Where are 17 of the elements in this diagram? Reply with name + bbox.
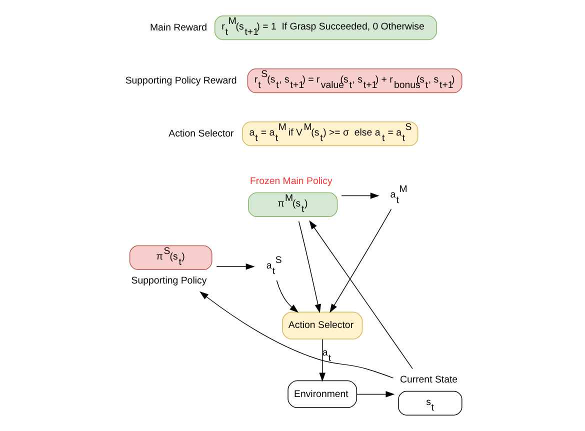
arrow: [341, 192, 380, 199]
node-label: Main Reward: [150, 22, 208, 34]
arrow: [216, 263, 255, 270]
arrow: [276, 280, 299, 313]
node-label: Current State: [400, 374, 458, 386]
node-box: Environment: [288, 380, 358, 408]
node-label: Frozen Main Policy: [250, 176, 332, 188]
arrow: [200, 291, 394, 378]
node-box: Action Selector: [282, 312, 363, 340]
arrow: [298, 220, 321, 314]
arrow: [356, 391, 395, 398]
node-label: Action Selector: [168, 128, 234, 140]
node-label: Supporting Policy Reward: [125, 75, 237, 86]
arrow: [330, 208, 392, 313]
node-label: Supporting Policy: [131, 275, 207, 286]
arrow: [309, 220, 413, 370]
arrow: [319, 338, 326, 382]
